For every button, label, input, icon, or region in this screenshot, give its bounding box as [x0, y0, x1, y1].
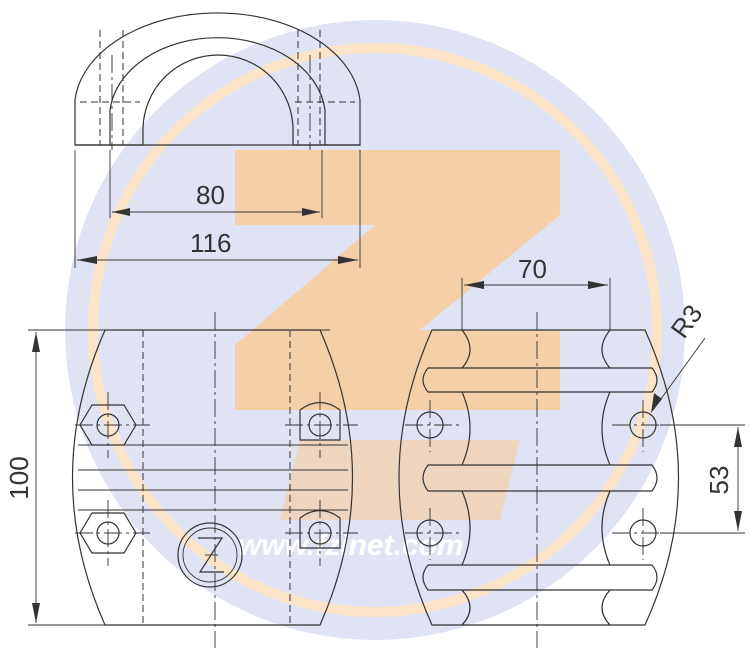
dim-label-53: 53	[704, 466, 734, 495]
rib-bottom	[422, 564, 658, 591]
clamp-inner-arch	[142, 54, 294, 145]
bolt-head-lower	[299, 509, 341, 549]
clamp-middle-arc	[109, 37, 326, 145]
front-view: 100	[4, 312, 358, 648]
dim-label-80: 80	[196, 180, 225, 210]
clamp-outer-outline	[74, 12, 361, 146]
brand-emblem-icon	[177, 522, 243, 588]
dim-label-100: 100	[4, 456, 34, 499]
watermark-logo-shape	[235, 150, 560, 410]
rib-middle	[422, 464, 658, 492]
rib-top	[422, 367, 658, 393]
dim-label-116: 116	[190, 228, 231, 258]
bolt-head-upper	[299, 401, 341, 441]
front-body-outline	[71, 329, 354, 626]
dim-label-70: 70	[518, 254, 547, 284]
side-body-outline	[398, 329, 680, 626]
top-view: 80 116	[74, 12, 361, 268]
watermark: www.fzinet.com	[65, 20, 685, 640]
leader-r3	[652, 337, 706, 411]
watermark-disc	[65, 20, 685, 640]
